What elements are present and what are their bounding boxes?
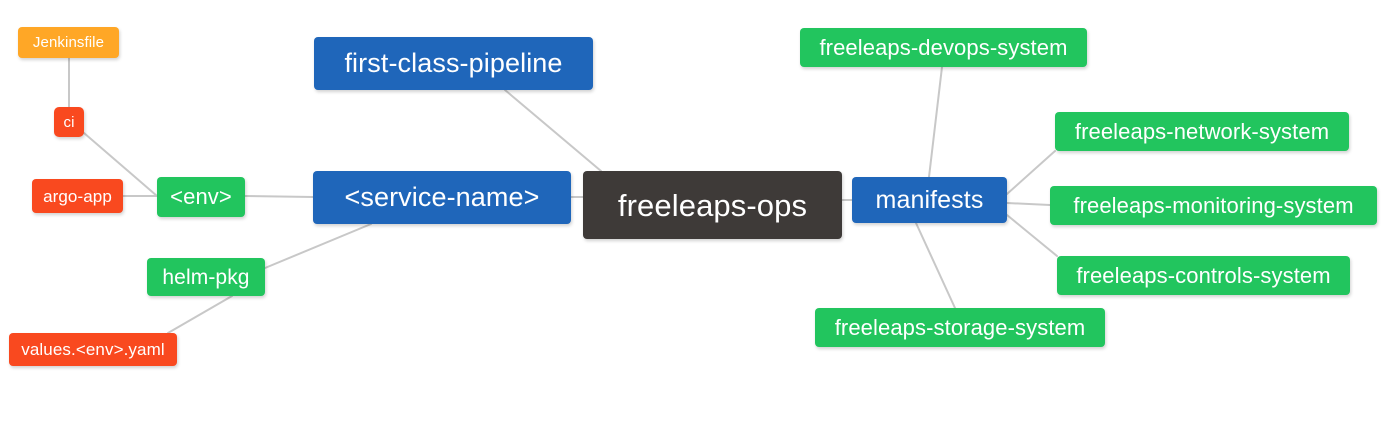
edge-manifests-to-freeleaps-devops-system <box>928 66 943 178</box>
node-jenkinsfile[interactable]: Jenkinsfile <box>18 27 119 58</box>
edge-values-yaml-to-helm-pkg <box>167 295 233 334</box>
node-freeleaps-monitoring-system[interactable]: freeleaps-monitoring-system <box>1050 186 1377 225</box>
node-first-class-pipeline[interactable]: first-class-pipeline <box>314 37 593 90</box>
node-ci[interactable]: ci <box>54 107 84 137</box>
node-freeleaps-ops[interactable]: freeleaps-ops <box>583 171 842 239</box>
edge-manifests-to-freeleaps-monitoring-system <box>1006 202 1051 206</box>
node-env[interactable]: <env> <box>157 177 245 217</box>
node-freeleaps-network-system[interactable]: freeleaps-network-system <box>1055 112 1349 151</box>
edge-manifests-to-freeleaps-network-system <box>1006 150 1056 195</box>
node-argo-app[interactable]: argo-app <box>32 179 123 213</box>
node-freeleaps-devops-system[interactable]: freeleaps-devops-system <box>800 28 1087 67</box>
node-manifests[interactable]: manifests <box>852 177 1007 223</box>
node-helm-pkg[interactable]: helm-pkg <box>147 258 265 296</box>
edge-env-to-service-name <box>244 195 314 198</box>
edge-helm-pkg-to-service-name <box>264 223 372 269</box>
edge-first-class-pipeline-to-freeleaps-ops <box>504 89 602 172</box>
node-freeleaps-controls-system[interactable]: freeleaps-controls-system <box>1057 256 1350 295</box>
node-values-yaml[interactable]: values.<env>.yaml <box>9 333 177 366</box>
edge-manifests-to-freeleaps-storage-system <box>915 222 956 309</box>
node-service-name[interactable]: <service-name> <box>313 171 571 224</box>
node-freeleaps-storage-system[interactable]: freeleaps-storage-system <box>815 308 1105 347</box>
